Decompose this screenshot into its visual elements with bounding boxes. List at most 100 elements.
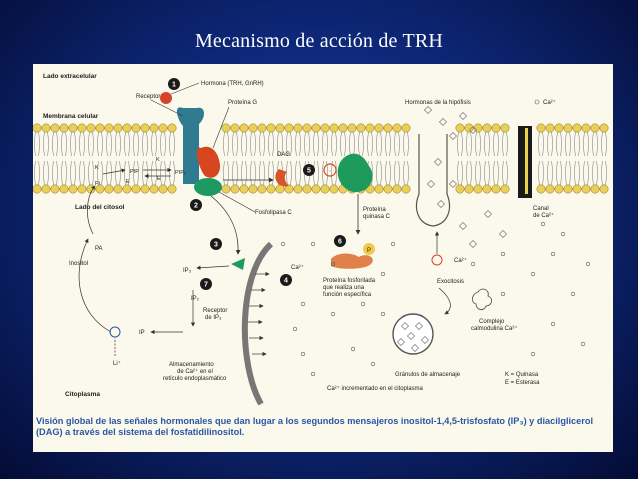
step-4-label: 4 — [284, 278, 288, 285]
step-3-badge — [210, 238, 222, 250]
label-membrane: Membrana celular — [43, 113, 99, 120]
label-inositol: Inositol — [69, 261, 88, 267]
arrow-granule — [438, 287, 451, 315]
lipid-tail — [259, 131, 265, 186]
lipid-head — [599, 184, 609, 194]
ca-ion-ring-right — [431, 254, 443, 266]
lipid-tail — [583, 131, 589, 186]
lipid-head — [311, 184, 321, 194]
ca-ion-dot — [550, 321, 556, 327]
lipid-tail — [574, 131, 580, 186]
lipid-head — [131, 123, 141, 133]
step-1-badge — [168, 78, 180, 90]
hormone-granule — [426, 179, 436, 189]
lipid-tail — [358, 131, 364, 186]
lipid-head — [365, 123, 375, 133]
lipid-tail — [331, 131, 337, 186]
label-e1: E — [126, 179, 130, 185]
label-k2: K — [156, 157, 160, 163]
lipid-head — [392, 123, 402, 133]
label-dag: DAG — [277, 152, 290, 158]
lipid-head — [122, 184, 132, 194]
hormone-granule — [458, 111, 468, 121]
lipid-head — [491, 184, 501, 194]
figure-caption: Visión global de las señales hormonales … — [36, 416, 594, 437]
lipid-head — [131, 184, 141, 194]
lipid-tail — [70, 131, 76, 186]
lipid-tail — [106, 131, 112, 186]
step-5-badge — [303, 164, 315, 176]
legend-kinase: K = Quinasa — [505, 372, 539, 378]
lipid-tail — [268, 131, 274, 186]
label-kinase-c-line1: Proteína — [363, 207, 386, 213]
lipid-tail — [115, 131, 121, 186]
label-calmodulin-2: calmodulina Ca²⁺ — [471, 325, 518, 332]
ca-ion-dot — [350, 346, 356, 352]
lipid-head — [293, 184, 303, 194]
arrow-ip3-left — [196, 265, 230, 270]
lipid-head — [545, 123, 555, 133]
step-6-label: 6 — [338, 239, 342, 246]
label-phospho-protein-1: Proteína fosforilada — [323, 278, 376, 284]
label-exocytosis: Exocitosis — [437, 279, 464, 285]
label-hormone: Hormona (TRH, GnRH) — [201, 81, 264, 87]
hormone-granule — [468, 239, 478, 249]
label-ca-channel-2: de Ca²⁺ — [533, 212, 554, 219]
lipid-tail — [52, 131, 58, 186]
ca-ion-dot — [370, 361, 376, 367]
lipid-head — [230, 123, 240, 133]
lipid-head — [158, 123, 168, 133]
lipid-head — [563, 123, 573, 133]
lipid-tail — [232, 131, 238, 186]
receptor-leader — [150, 99, 184, 117]
lipid-head — [221, 123, 231, 133]
lipid-tail — [43, 131, 49, 186]
er-outer — [241, 241, 274, 406]
label-ip3-receptor-2: de IP₃ — [205, 315, 222, 321]
exocytosis-vesicle — [415, 134, 451, 227]
label-pi: Pi — [95, 181, 100, 187]
lipid-head — [572, 123, 582, 133]
label-er-2: de Ca²⁺ en el — [177, 368, 213, 375]
lipid-head — [383, 184, 393, 194]
label-er-1: Almacenamiento — [169, 362, 214, 368]
lipid-tail — [151, 131, 157, 186]
lipid-tail — [133, 131, 139, 186]
step-2-label: 2 — [194, 203, 198, 210]
label-phosphate: P — [367, 248, 371, 254]
lipid-head — [473, 123, 483, 133]
lipid-head — [311, 123, 321, 133]
lipid-head — [545, 184, 555, 194]
lipid-head — [41, 123, 51, 133]
lipid-tail — [61, 131, 67, 186]
lipid-head — [347, 123, 357, 133]
lipid-head — [257, 184, 267, 194]
label-ca-right: Ca²⁺ — [454, 257, 467, 264]
lipid-head — [284, 184, 294, 194]
arrow-pip2-to-ip3 — [210, 195, 241, 255]
lipid-head — [500, 184, 510, 194]
ca-ion-dot — [330, 311, 336, 317]
lipid-head — [59, 184, 69, 194]
lipid-tail — [295, 131, 301, 186]
label-lithium: Li⁺ — [113, 360, 121, 367]
ca-ion-dot — [292, 326, 298, 332]
lipid-head — [122, 123, 132, 133]
lipid-head — [401, 184, 411, 194]
receptor-shape — [176, 107, 204, 184]
scattered-molecules — [280, 105, 591, 377]
ca-ion-dot — [540, 221, 546, 227]
lipid-heads-bottom — [32, 184, 609, 194]
lipid-head — [491, 123, 501, 133]
hormone-granule — [483, 209, 493, 219]
lipid-head — [464, 184, 474, 194]
label-ca-mid: Ca²⁺ — [291, 264, 304, 271]
lipid-head — [455, 123, 465, 133]
pi-pathway-diagram: Lado extracelular Membrana celular Lado … — [32, 73, 609, 406]
lipid-tail — [277, 131, 283, 186]
ca-ion-dot — [585, 261, 591, 267]
label-ip2: IP₂ — [191, 296, 200, 302]
lipid-head — [95, 123, 105, 133]
ca-ion-dot — [300, 351, 306, 357]
label-e2: E — [157, 176, 161, 182]
